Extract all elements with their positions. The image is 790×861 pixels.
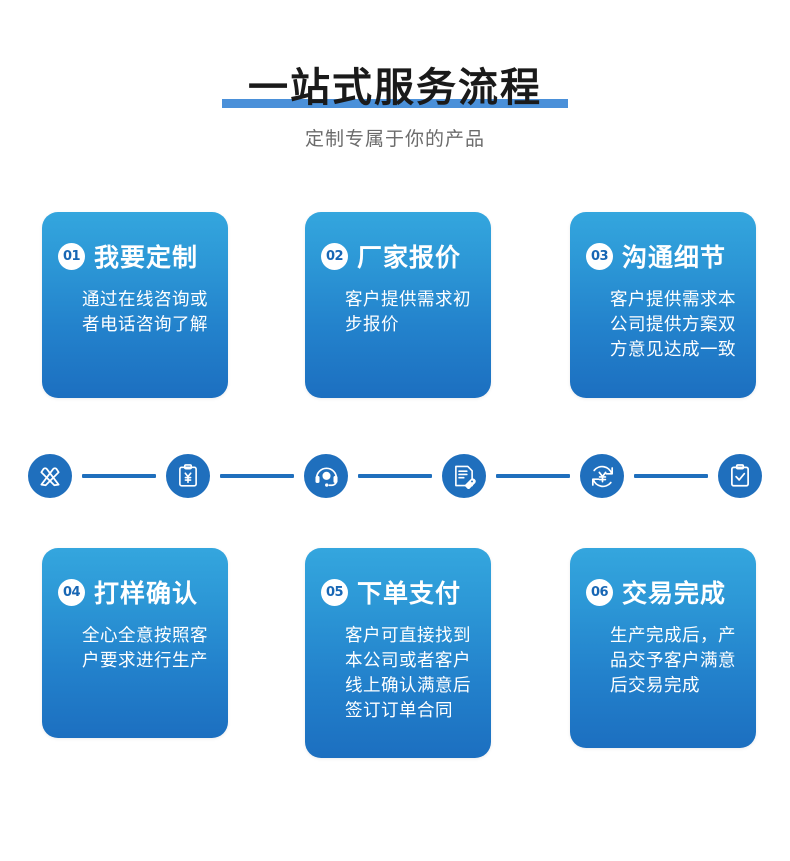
- yuan-refresh-icon[interactable]: [580, 454, 624, 498]
- step-number-badge: 06: [586, 578, 613, 606]
- connector-line: [82, 474, 156, 478]
- step-description: 全心全意按照客户要求进行生产: [82, 626, 208, 671]
- step-card-header: 04 打样确认: [42, 574, 228, 610]
- step-card-03[interactable]: 03 沟通细节 客户提供需求本公司提供方案双方意见达成一致: [570, 212, 756, 398]
- connector-line: [496, 474, 570, 478]
- step-card-header: 01 我要定制: [42, 238, 228, 274]
- step-card-01[interactable]: 01 我要定制 通过在线咨询或者电话咨询了解: [42, 212, 228, 398]
- step-title: 我要定制: [94, 243, 199, 272]
- step-card-header: 06 交易完成: [570, 574, 756, 610]
- clipboard-check-icon[interactable]: [718, 454, 762, 498]
- page-title: 一站式服务流程: [248, 65, 542, 111]
- page-subtitle: 定制专属于你的产品: [304, 128, 485, 150]
- step-description: 客户提供需求本公司提供方案双方意见达成一致: [610, 290, 736, 360]
- title-wrap: 一站式服务流程: [222, 66, 568, 110]
- step-title: 交易完成: [622, 579, 727, 608]
- step-number-badge: 05: [321, 578, 348, 606]
- headset-support-icon[interactable]: [304, 454, 348, 498]
- step-card-header: 03 沟通细节: [570, 238, 756, 274]
- connector-line: [634, 474, 708, 478]
- connector-line: [358, 474, 432, 478]
- step-description: 生产完成后，产品交予客户满意后交易完成: [610, 626, 736, 696]
- step-number-badge: 02: [321, 242, 348, 270]
- step-number-badge: 04: [58, 578, 85, 606]
- step-card-02[interactable]: 02 厂家报价 客户提供需求初步报价: [305, 212, 491, 398]
- step-card-06[interactable]: 06 交易完成 生产完成后，产品交予客户满意后交易完成: [570, 548, 756, 748]
- step-description: 客户提供需求初步报价: [345, 290, 471, 335]
- step-title: 沟通细节: [622, 243, 727, 272]
- document-tag-icon[interactable]: [442, 454, 486, 498]
- step-description: 通过在线咨询或者电话咨询了解: [82, 290, 208, 335]
- step-card-header: 05 下单支付: [305, 574, 491, 610]
- step-card-header: 02 厂家报价: [305, 238, 491, 274]
- step-title: 下单支付: [357, 579, 462, 608]
- step-card-04[interactable]: 04 打样确认 全心全意按照客户要求进行生产: [42, 548, 228, 738]
- page-header: 一站式服务流程 定制专属于你的产品: [0, 0, 790, 151]
- step-description: 客户可直接找到本公司或者客户线上确认满意后签订订单合同: [345, 626, 471, 721]
- step-number-badge: 03: [586, 242, 613, 270]
- step-title: 打样确认: [94, 579, 199, 608]
- design-tools-icon[interactable]: [28, 454, 72, 498]
- step-number-badge: 01: [58, 242, 85, 270]
- process-icon-strip: [0, 443, 790, 509]
- title-underline: [222, 99, 568, 108]
- step-title: 厂家报价: [357, 243, 462, 272]
- connector-line: [220, 474, 294, 478]
- clipboard-yuan-icon[interactable]: [166, 454, 210, 498]
- step-card-05[interactable]: 05 下单支付 客户可直接找到本公司或者客户线上确认满意后签订订单合同: [305, 548, 491, 758]
